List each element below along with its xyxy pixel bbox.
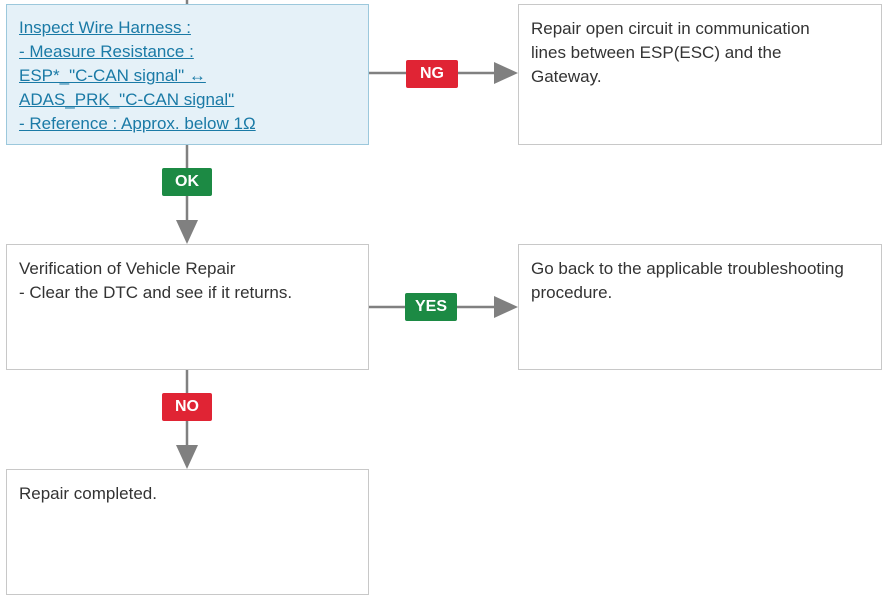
repair-open-line-2: lines between ESP(ESC) and the: [531, 43, 782, 62]
inspect-line-3[interactable]: ESP*_"C-CAN signal" ↔: [19, 66, 206, 85]
ng-badge: NG: [406, 60, 458, 88]
repair-open-line-1: Repair open circuit in communication: [531, 19, 810, 38]
yes-badge: YES: [405, 293, 457, 321]
inspect-line-4[interactable]: ADAS_PRK_"C-CAN signal": [19, 90, 235, 109]
repair-completed-step: Repair completed.: [6, 469, 369, 595]
verify-line-1: Verification of Vehicle Repair: [19, 259, 236, 278]
inspect-line-2[interactable]: - Measure Resistance :: [19, 42, 194, 61]
inspect-wire-harness-step[interactable]: Inspect Wire Harness : - Measure Resista…: [6, 4, 369, 145]
no-arrowhead: [176, 445, 198, 469]
ng-arrowhead: [494, 62, 518, 84]
ok-badge: OK: [162, 168, 212, 196]
inspect-line-5[interactable]: - Reference : Approx. below 1Ω: [19, 114, 256, 133]
yes-arrowhead: [494, 296, 518, 318]
repair-open-circuit-step: Repair open circuit in communication lin…: [518, 4, 882, 145]
verification-step: Verification of Vehicle Repair - Clear t…: [6, 244, 369, 370]
inspect-line-1[interactable]: Inspect Wire Harness :: [19, 18, 191, 37]
no-badge: NO: [162, 393, 212, 421]
completed-line-1: Repair completed.: [19, 484, 157, 503]
go-back-step: Go back to the applicable troubleshootin…: [518, 244, 882, 370]
ok-arrowhead: [176, 220, 198, 244]
go-back-line-1: Go back to the applicable troubleshootin…: [531, 259, 844, 278]
go-back-line-2: procedure.: [531, 283, 613, 302]
verify-line-2: - Clear the DTC and see if it returns.: [19, 283, 293, 302]
repair-open-line-3: Gateway.: [531, 67, 602, 86]
